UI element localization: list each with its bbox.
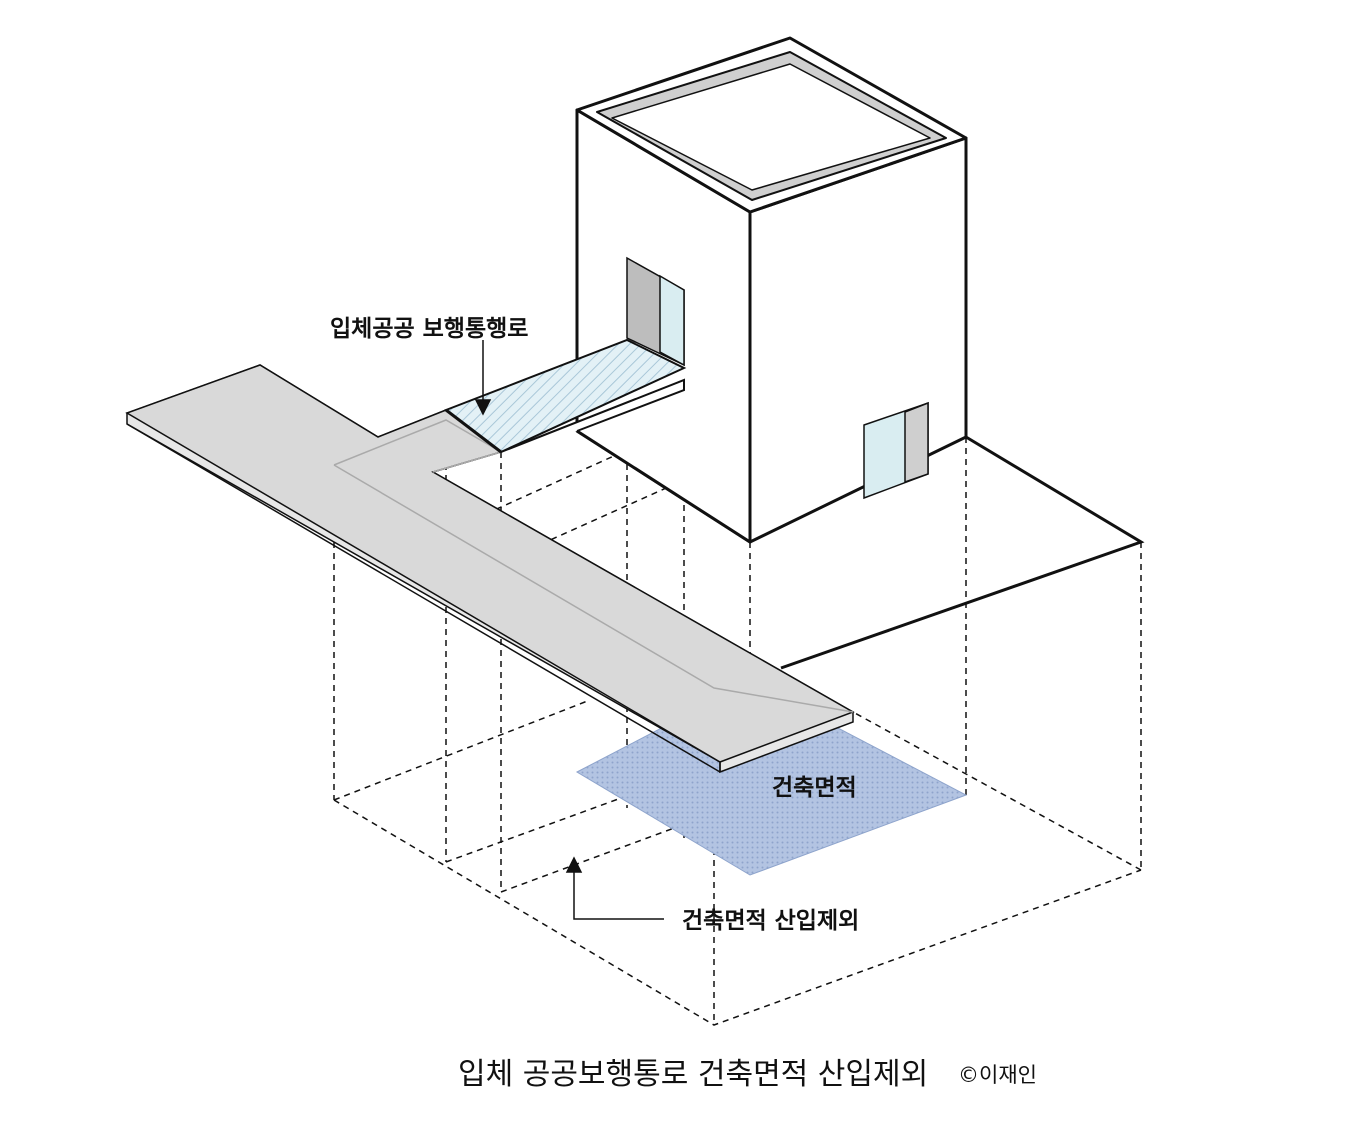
bridge-walkway <box>443 338 687 454</box>
walkway-label: 입체공공 보행통행로 <box>330 316 528 342</box>
walkway-leader <box>474 340 492 416</box>
lower-window <box>863 401 929 500</box>
building-area-label: 건축면적 <box>772 775 857 801</box>
upper-door-opening <box>626 256 685 367</box>
caption-credit: ©이재인 <box>958 1063 1037 1087</box>
figure-caption: 입체 공공보행통로 건축면적 산입제외 <box>458 1057 928 1092</box>
excluded-label: 건축면적 산입제외 <box>682 908 859 934</box>
excluded-leader <box>565 856 664 920</box>
walkway-slab <box>125 364 855 774</box>
